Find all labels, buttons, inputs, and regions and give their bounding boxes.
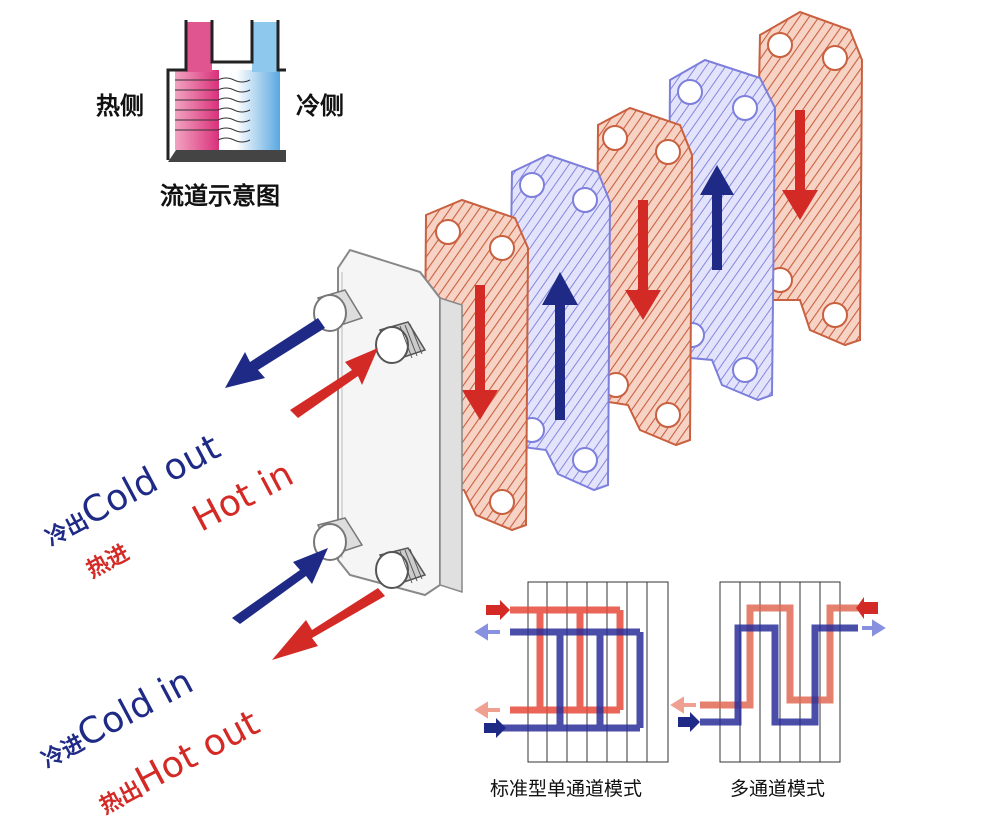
port-cold-out [313,289,364,332]
inset-cold-side-label: 冷侧 [296,92,344,120]
port-hot-in [375,321,427,364]
plate-flow-arrows [462,110,818,420]
port-flow-arrows [225,318,385,660]
inset-caption: 流道示意图 [160,182,280,210]
port-hot-out [375,547,427,589]
inset-hot-side-label: 热侧 [96,92,144,120]
multi-pass-caption: 多通道模式 [730,778,826,800]
single-pass-diagram [474,581,669,763]
flow-channel-inset [166,20,286,162]
multi-pass-diagram [670,581,886,763]
single-pass-caption: 标准型单通道模式 [490,778,643,800]
